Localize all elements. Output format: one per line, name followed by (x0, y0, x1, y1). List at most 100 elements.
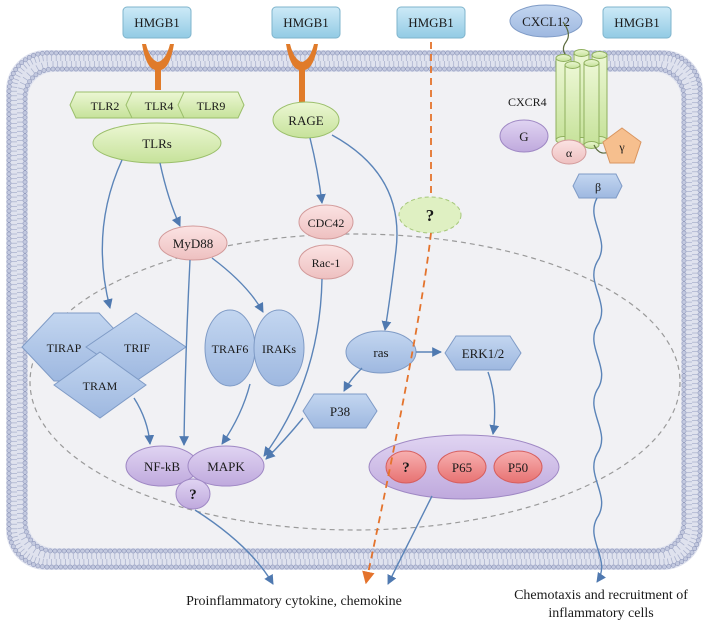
lipid-head (697, 243, 703, 248)
lipid-head (592, 564, 598, 570)
lipid-head (689, 65, 695, 70)
lipid-head (591, 548, 597, 554)
lipid-head (449, 564, 455, 570)
lipid-head (681, 451, 687, 457)
lipid-head (122, 564, 128, 570)
lipid-head (681, 331, 687, 337)
lipid-head (43, 547, 49, 553)
lipid-tail (32, 547, 37, 554)
lipid-head (22, 405, 28, 411)
signal-arrows (101, 134, 607, 585)
lipid-head (681, 262, 687, 268)
lipid-head (681, 290, 687, 296)
lipid-head (468, 564, 474, 570)
lipid-head (681, 193, 687, 199)
lipid-head (205, 50, 211, 56)
lipid-tail (17, 527, 24, 530)
lipid-head (437, 66, 443, 72)
lipid-head (519, 50, 524, 56)
lipid-tail (680, 552, 685, 558)
lipid-head (28, 537, 34, 543)
lipid-head (697, 275, 703, 281)
lipid-head (697, 141, 703, 147)
lipid-head (697, 510, 703, 516)
lipid-head (22, 156, 28, 162)
lipid-head (697, 325, 703, 331)
lipid-head (22, 230, 28, 236)
lipid-head (84, 548, 90, 554)
cxcr4-label: CXCR4 (508, 95, 547, 109)
lipid-head (22, 211, 28, 217)
lipid-head (325, 564, 331, 570)
lipid-head (99, 50, 105, 56)
lipid-head (574, 564, 580, 570)
lipid-head (22, 497, 28, 503)
lipid-head (348, 50, 354, 56)
lipid-head (443, 548, 449, 554)
gamma-label: γ (618, 140, 625, 154)
lipid-head (681, 447, 687, 452)
lipid-head (86, 564, 91, 570)
lipid-head (640, 66, 645, 72)
lipid-head (316, 564, 322, 570)
lipid-head (508, 548, 514, 554)
lipid-head (661, 50, 667, 56)
lipid-tail (673, 58, 678, 64)
lipid-head (573, 548, 578, 554)
chemotaxis-outcome-label-1: Chemotaxis and recruitment of (514, 588, 688, 603)
lipid-head (22, 290, 28, 295)
lipid-head (186, 548, 191, 554)
lipid-head (6, 517, 12, 522)
lipid-head (400, 66, 406, 72)
lipid-head (697, 487, 703, 492)
ras-node: ras (345, 330, 417, 374)
lipid-head (191, 564, 197, 570)
lipid-head (22, 372, 28, 378)
lipid-tail (30, 68, 35, 74)
lipid-head (666, 564, 672, 569)
lipid-head (482, 50, 487, 56)
lipid-head (57, 548, 62, 554)
lipid-head (382, 66, 387, 72)
lipid-head (293, 564, 299, 570)
lipid-head (453, 548, 458, 554)
lipid-head (681, 502, 687, 508)
lipid-head (6, 213, 12, 218)
lipid-head (8, 75, 14, 81)
lipid-head (550, 548, 555, 554)
lipid-head (491, 564, 497, 570)
lipid-head (22, 460, 28, 466)
lipid-head (6, 176, 12, 182)
lipid-head (6, 323, 12, 329)
tlr2-label: TLR2 (91, 99, 120, 113)
lipid-tail (689, 540, 696, 545)
lipid-head (681, 110, 687, 116)
lipid-head (697, 81, 702, 87)
lipid-head (22, 161, 28, 166)
lipid-head (377, 66, 383, 72)
lipid-head (6, 342, 12, 347)
lipid-head (24, 83, 30, 88)
lipid-head (681, 267, 687, 273)
lipid-head (307, 564, 312, 570)
lipid-head (454, 564, 460, 570)
lipid-head (127, 564, 133, 570)
lipid-head (6, 388, 12, 393)
lipid-head (118, 50, 124, 56)
lipid-head (697, 100, 703, 106)
lipid-head (163, 548, 168, 554)
lipid-head (681, 253, 687, 259)
lipid-head (159, 564, 165, 570)
lipid-tail (691, 533, 698, 536)
cxcl12-label: CXCL12 (522, 14, 570, 29)
lipid-head (697, 266, 703, 271)
lipid-head (681, 410, 687, 416)
lipid-head (6, 300, 12, 306)
lipid-head (35, 543, 40, 549)
lipid-tail (26, 553, 31, 559)
lipid-head (27, 79, 32, 84)
lipid-head (216, 66, 222, 72)
lipid-head (22, 331, 28, 337)
lipid-head (316, 50, 322, 56)
rage-binding-y (286, 44, 318, 108)
